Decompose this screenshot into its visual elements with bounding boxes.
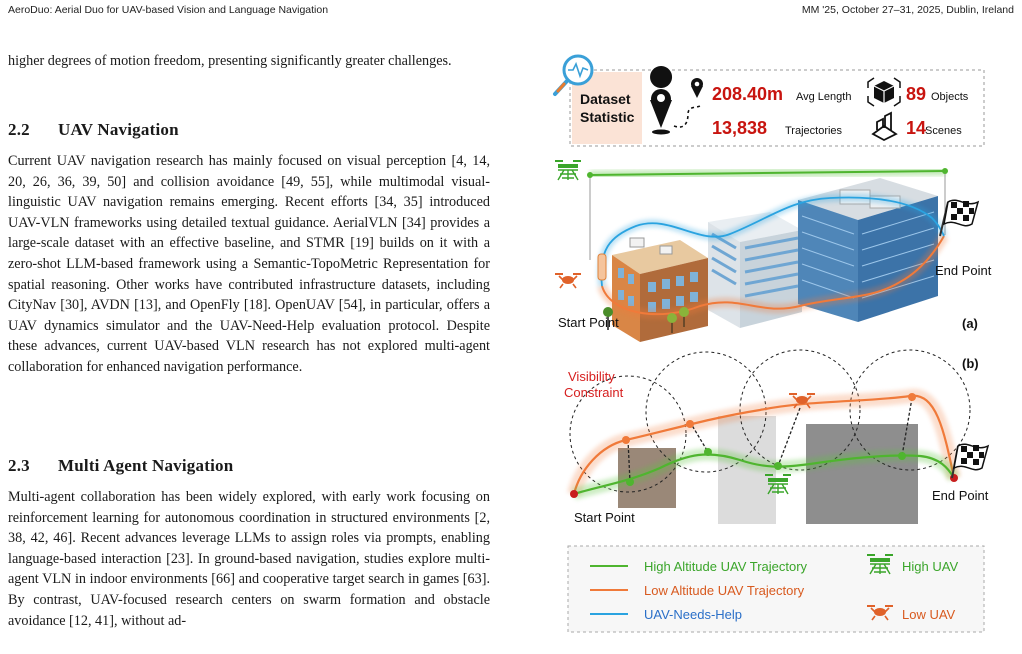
section-heading-uav-navigation: 2.2 UAV Navigation [8,120,179,140]
dataset-statistic-box: Dataset Statistic 208.40m Avg Length 13,… [553,54,985,147]
avg-length-value: 208.40m [712,84,783,104]
intro-text: higher degrees of motion freedom, presen… [8,53,452,69]
section-number: 2.2 [8,120,30,139]
section-body-text: Multi-agent collaboration has been widel… [8,489,490,629]
map-pin-icon [650,66,673,135]
legend-needs-help: UAV-Needs-Help [644,607,742,622]
legend-border [567,545,985,633]
low-trajectory-line [572,394,956,495]
low-uav-icon [555,273,581,289]
stats-label-line2: Statistic [580,109,635,125]
visibility-label-line1: Visibility [568,369,615,384]
legend-high-uav-icon [867,554,893,575]
route-dashed-line [673,105,701,128]
running-header-venue: MM '25, October 27–31, 2025, Dublin, Ire… [801,4,1014,16]
legend-low-trajectory: Low Altitude UAV Trajectory [644,583,805,598]
section-body-multi-agent-navigation: Multi-agent collaboration has been widel… [8,487,490,631]
section-body-uav-navigation: Current UAV navigation research has main… [8,151,490,378]
avg-length-label: Avg Length [796,91,851,103]
panel-b-tag: (b) [962,356,979,371]
legend: High Altitude UAV Trajectory Low Altitud… [567,545,985,633]
legend-high-uav: High UAV [902,559,958,574]
scenes-label: Scenes [925,125,962,137]
section-title: Multi Agent Navigation [58,456,234,475]
section-number: 2.3 [8,456,30,475]
visibility-connectors [627,397,913,483]
panel-a-start-label: Start Point [558,315,619,330]
trajectory-markers [570,393,958,498]
finish-flag-icon [939,199,980,237]
start-pole [597,253,607,281]
magnifier-icon [553,54,594,96]
low-trajectory-line [601,235,945,316]
running-header-title: AeroDuo: Aerial Duo for UAV-based Vision… [8,4,329,16]
high-trajectory-line [573,453,955,496]
stats-label-line1: Dataset [580,91,631,107]
panel-b-start-label: Start Point [574,510,635,525]
panel-a-tag: (a) [962,316,978,331]
small-pin-icon [691,78,703,98]
panel-a: Start Point End Point (a) [555,160,992,342]
figure-svg: Dataset Statistic 208.40m Avg Length 13,… [553,54,992,633]
trajectories-label: Trajectories [785,125,843,137]
finish-flag-icon [951,443,990,479]
scenes-value: 14 [906,118,926,138]
brick-building [612,237,708,342]
section-heading-multi-agent-navigation: 2.3 Multi Agent Navigation [8,456,233,476]
objects-value: 89 [906,84,926,104]
stats-box-border [569,69,985,147]
objects-label: Objects [931,91,969,103]
intro-paragraph: higher degrees of motion freedom, presen… [8,51,490,72]
needs-help-line [600,196,945,287]
visibility-label-line2: Constraint [564,385,624,400]
section-title: UAV Navigation [58,120,179,139]
tree-icon [603,307,689,333]
objects-cube-icon [867,77,901,107]
panel-a-end-label: End Point [935,263,992,278]
legend-high-trajectory: High Altitude UAV Trajectory [644,559,808,574]
panel-b-end-label: End Point [932,488,989,503]
low-uav-icon [789,393,815,409]
panel-b: (b) Visibility Constraint [564,349,990,525]
legend-low-uav-icon [867,605,893,621]
high-uav-icon [765,474,791,495]
legend-low-uav: Low UAV [902,607,956,622]
high-start-marker [587,172,593,178]
trajectories-value: 13,838 [712,118,767,138]
high-uav-icon [555,160,581,181]
high-trajectory-line [589,170,946,176]
obstacle-block [806,424,918,524]
high-end-marker [942,168,948,174]
section-body-text: Current UAV navigation research has main… [8,153,490,375]
figure: Dataset Statistic 208.40m Avg Length 13,… [540,50,1000,640]
scenes-city-icon [871,111,898,142]
